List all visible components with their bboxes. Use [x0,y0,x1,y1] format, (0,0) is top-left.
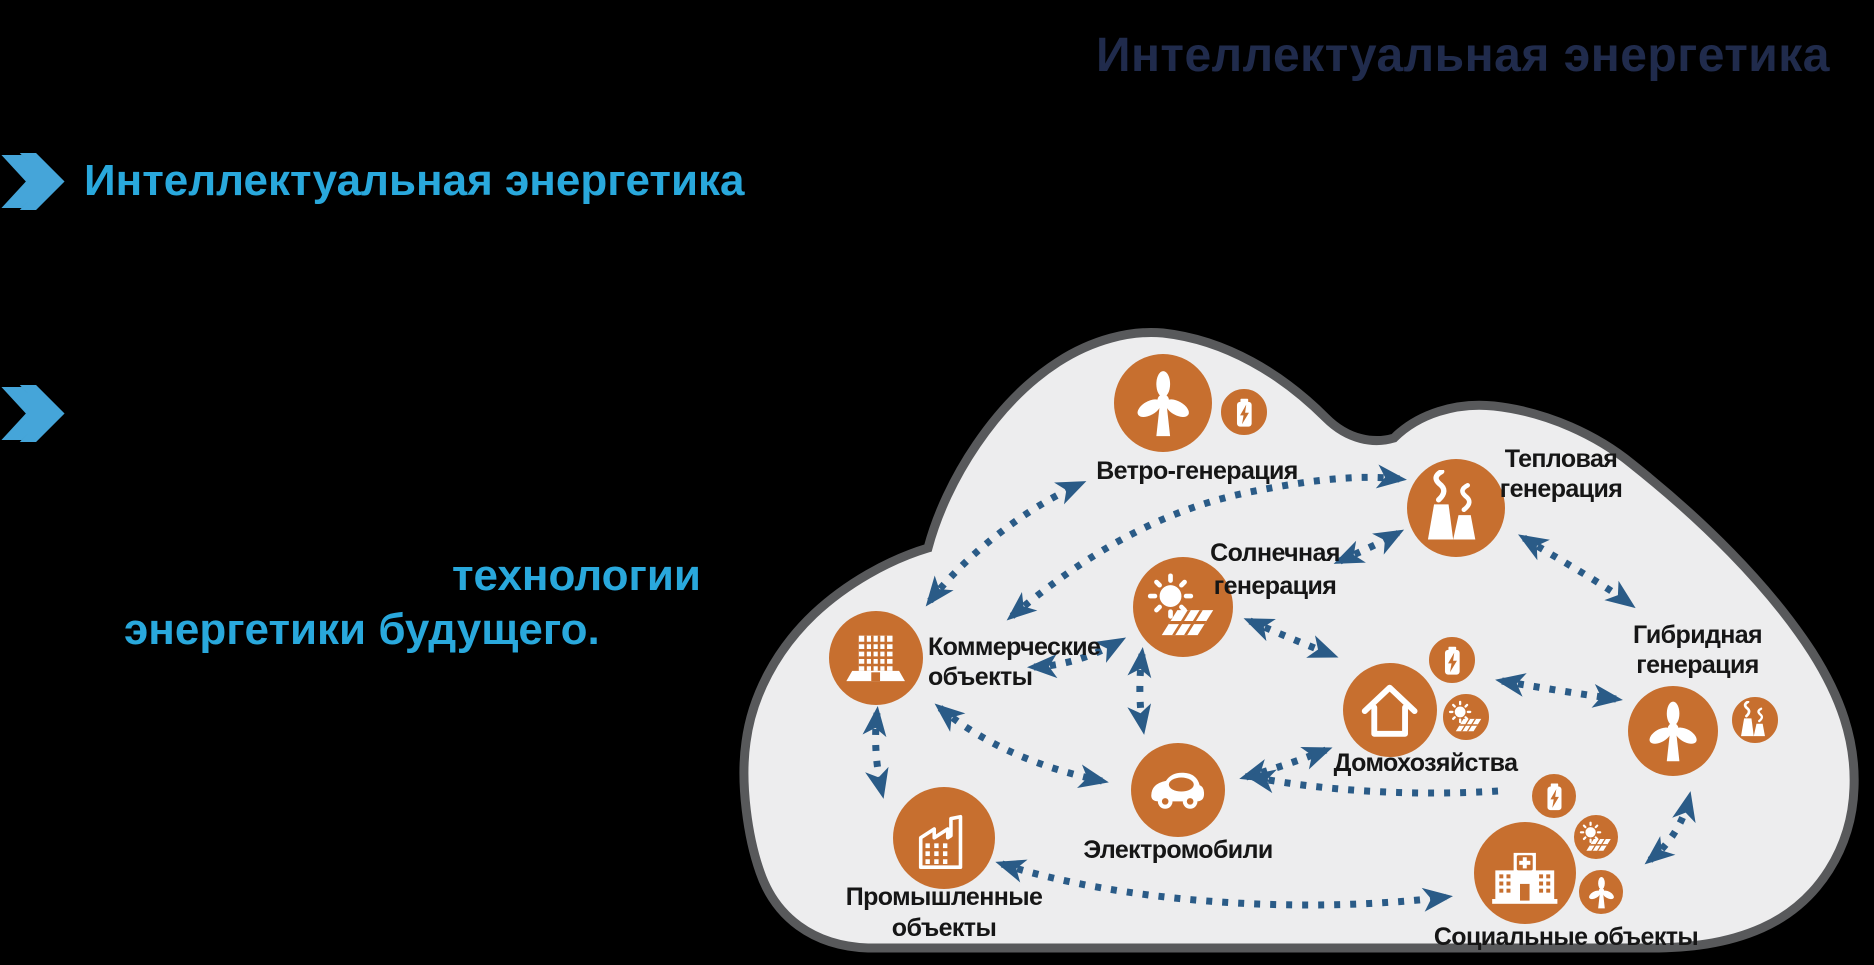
node-label-solar: Солнечная генерация [1210,539,1340,600]
node-industrial [893,787,995,889]
arrow-commercial-solar [1027,637,1127,679]
page-title: Интеллектуальная энергетика [1095,29,1830,82]
bullet1-heading: Интеллектуальная энергетика [84,156,745,205]
highlight-text-line2: энергетики будущего. [124,605,600,654]
thermal-plant-icon [1418,470,1494,546]
wind-turbine-icon [1134,370,1192,436]
node-social [1474,822,1576,924]
node-ev [1131,743,1225,837]
node-social-badge-battery [1528,770,1580,822]
node-label-hybrid: Гибридная генерация [1632,621,1763,679]
node-label-ev: Электромобили [1083,836,1273,864]
office-building-icon [845,634,907,683]
arrow-social-hybrid [1644,791,1696,865]
factory-icon [919,815,963,870]
arrow-commercial-ev [934,703,1109,789]
arrow-commercial-thermal [1006,464,1407,621]
node-label-wind: Ветро-генерация [1096,457,1298,485]
wind-turbine-icon [1587,876,1615,908]
node-label-industrial: Промышленные объекты [845,883,1043,942]
node-wind-badge [1217,385,1271,439]
node-social-badge-solar [1570,811,1622,863]
node-hybrid [1628,686,1718,776]
battery-icon [1546,783,1562,810]
node-commercial [829,611,923,705]
car-icon [1151,773,1205,810]
solar-panel-icon [1579,821,1612,852]
node-household-badge-solar [1439,690,1493,744]
node-label-household: Домохозяйства [1333,749,1518,777]
node-household-badge-battery [1425,633,1479,687]
wind-turbine-icon [1646,701,1700,762]
battery-icon [1236,398,1252,427]
arrow-industrial-social [995,859,1453,912]
thermal-plant-icon [1739,700,1767,738]
arrow-commercial-wind [925,480,1087,607]
node-thermal [1407,459,1505,557]
node-label-commercial: Коммерческие объекты [928,633,1101,691]
arrow-solar-thermal [1333,529,1405,565]
house-icon [1353,673,1426,746]
highlight-text-line1: технологии [452,551,701,600]
node-hybrid-badge-thermal [1728,693,1782,747]
node-label-social: Социальные объекты [1433,923,1699,951]
hospital-icon [1492,853,1558,905]
arrow-thermal-hybrid [1518,534,1636,609]
arrow-solar-ev [1127,647,1152,735]
node-social-badge-wind [1575,866,1627,918]
battery-icon [1444,646,1460,675]
node-label-thermal: Тепловая генерация [1499,445,1623,503]
node-wind [1114,354,1212,452]
solar-panel-icon [1448,700,1483,733]
node-household [1343,663,1437,757]
